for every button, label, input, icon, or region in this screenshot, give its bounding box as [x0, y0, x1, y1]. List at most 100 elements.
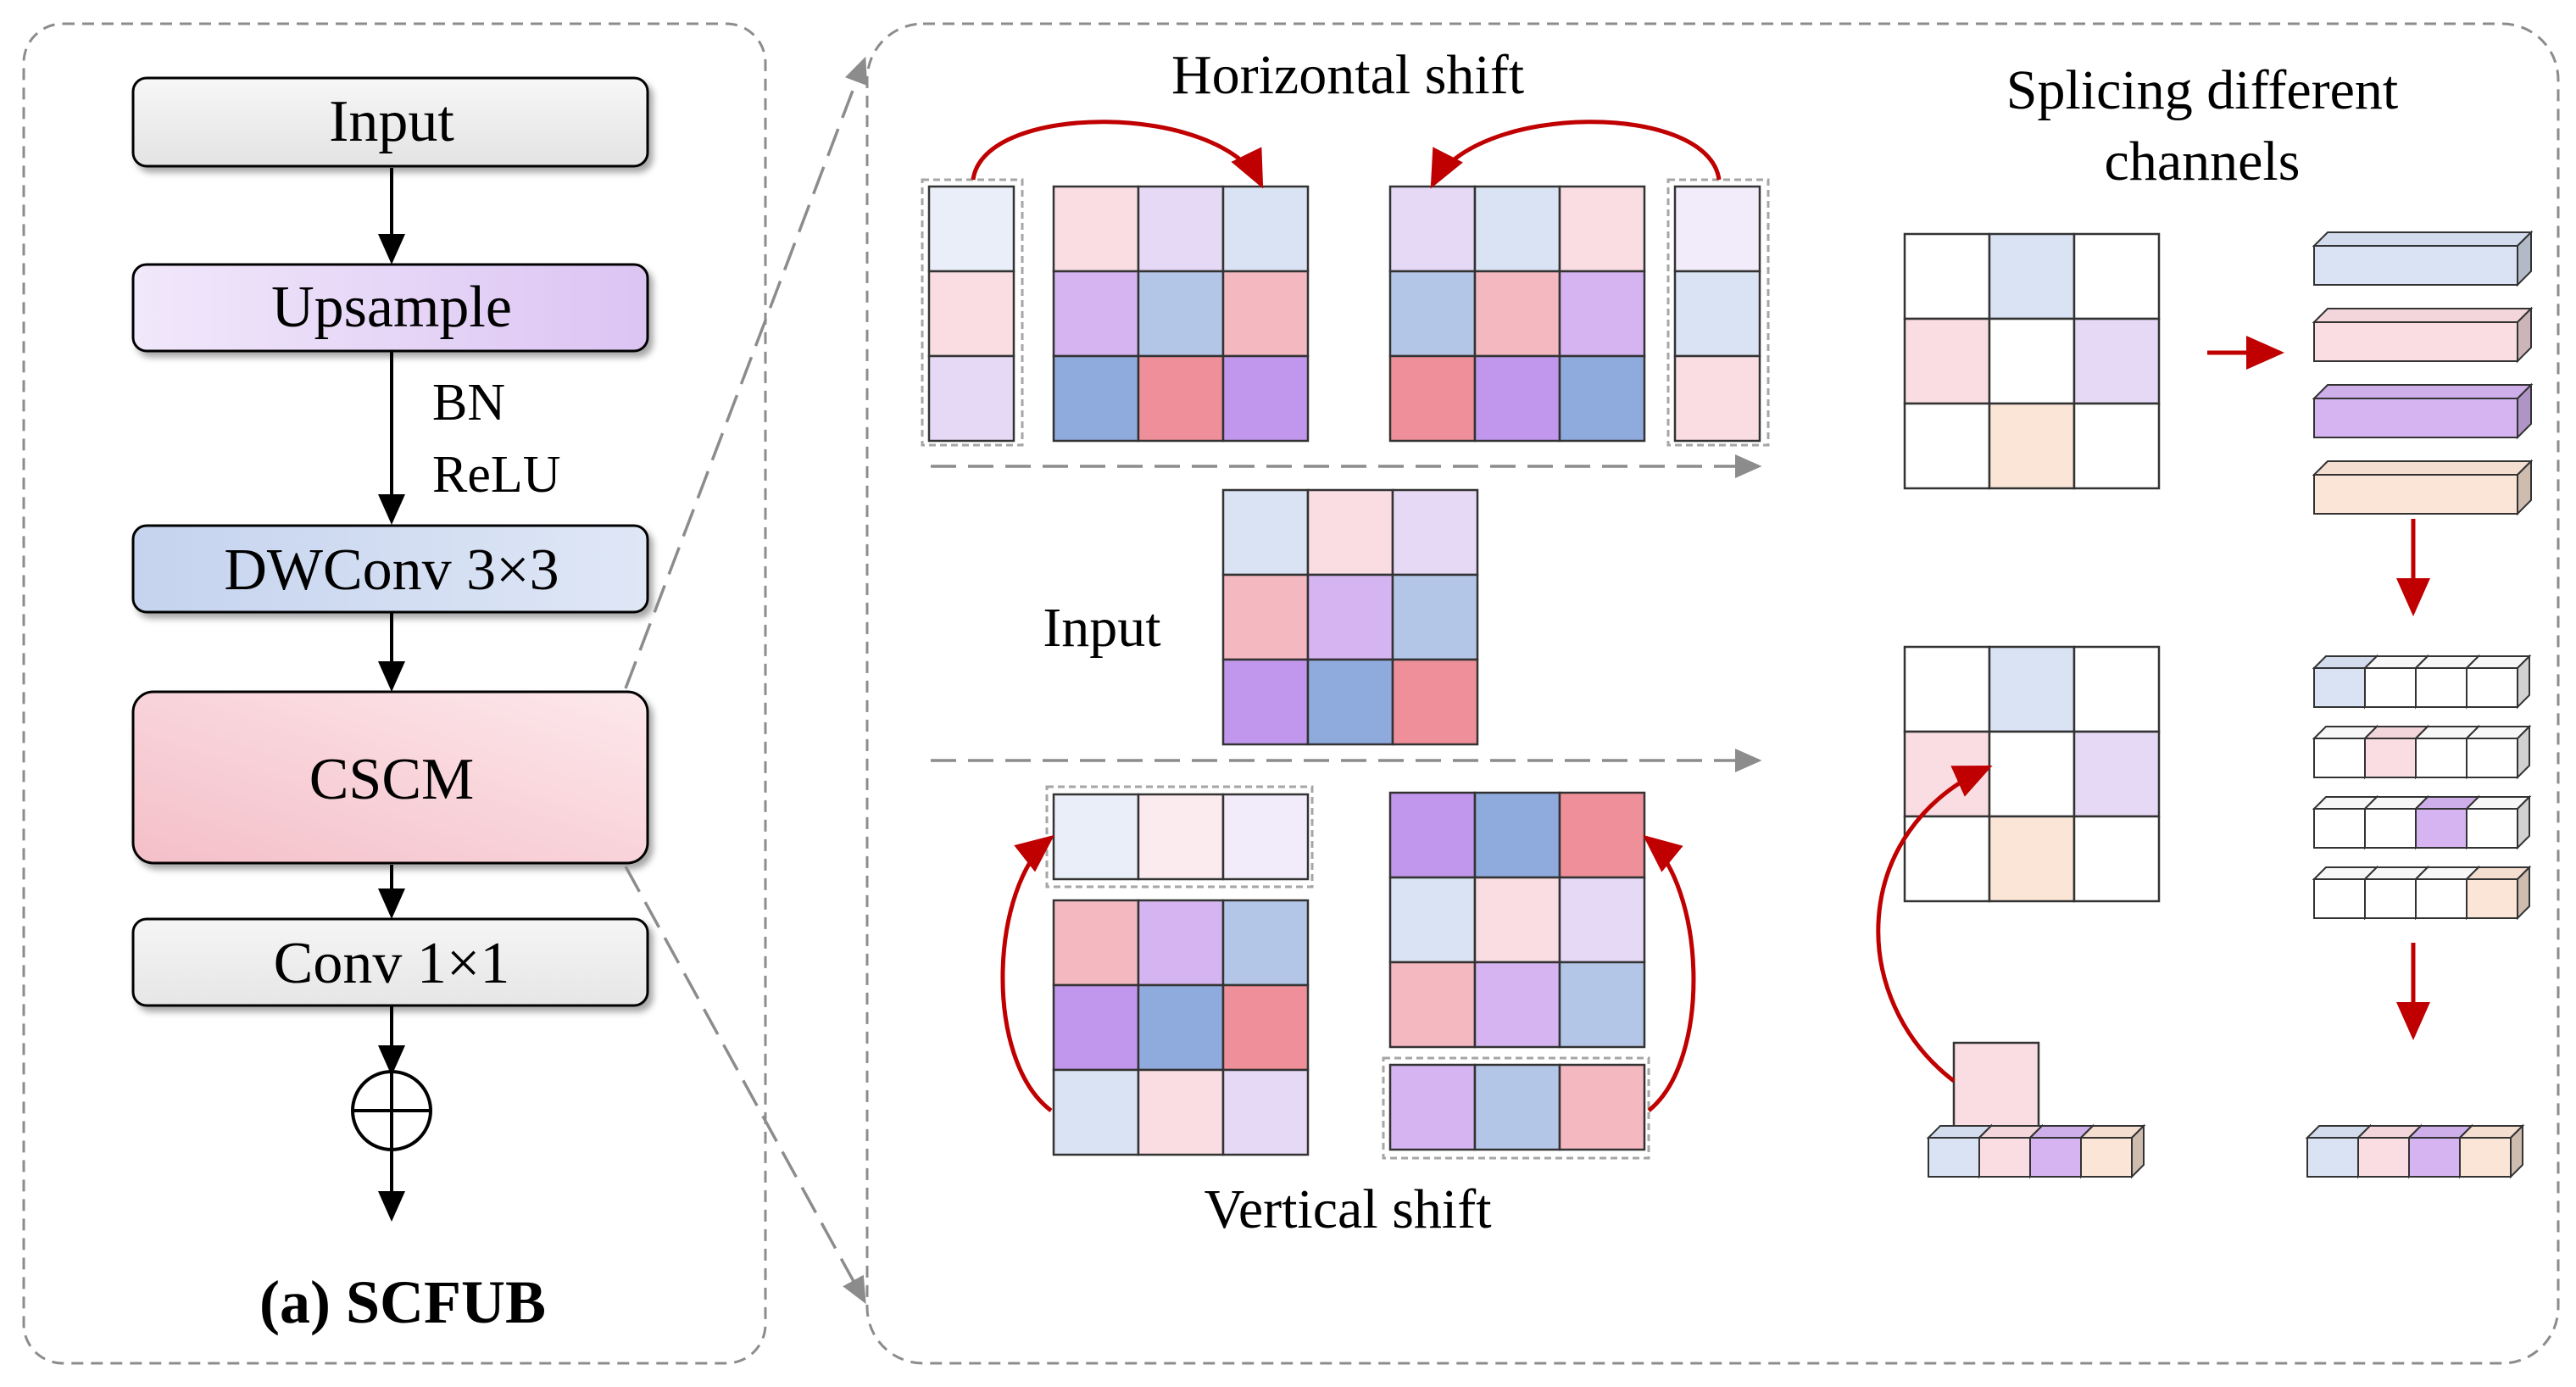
channel-bar	[2312, 230, 2534, 287]
v-shift-grid-left	[1052, 899, 1310, 1156]
v-shift-grid-right-cell	[1473, 791, 1561, 879]
splice-grid-bottom-cell	[2072, 815, 2161, 903]
h-shift-grid-right-cell	[1558, 354, 1646, 443]
panel-b-frame	[865, 22, 2560, 1365]
v-shift-grid-right	[1388, 791, 1646, 1049]
merged-bar	[2305, 1123, 2525, 1179]
splice-grid-bottom-cell	[1988, 815, 2076, 903]
h-shift-slice-right-cell	[1673, 185, 1761, 273]
h-shift-grid-right-cell	[1388, 354, 1477, 443]
channel-bar	[2312, 382, 2534, 440]
vertical-shift-label: Vertical shift	[1204, 1178, 1491, 1240]
h-shift-slice-left	[927, 185, 1015, 443]
input-grid-cell	[1221, 573, 1310, 661]
h-shift-grid-left-cell	[1221, 270, 1310, 358]
splice-grid-top-cell	[1988, 317, 2076, 405]
v-shift-grid-left-cell	[1221, 899, 1310, 987]
v-shift-slice-bottom-cell	[1558, 1063, 1646, 1151]
v-shift-grid-left-cell	[1052, 1068, 1140, 1156]
cscm-block-label: CSCM	[309, 747, 475, 812]
h-shift-grid-left-cell	[1221, 185, 1310, 273]
relu-label: ReLU	[432, 446, 561, 504]
lifted-cell	[1952, 1041, 2040, 1129]
h-shift-slice-left-cell	[927, 185, 1015, 273]
panel-a-frame	[22, 22, 767, 1365]
h-shift-grid-right-cell	[1558, 185, 1646, 273]
v-shift-slice-bottom-cell	[1388, 1063, 1477, 1151]
bn-label: BN	[432, 374, 505, 432]
v-shift-grid-right-cell	[1558, 876, 1646, 964]
v-shift-grid-left-cell	[1137, 983, 1225, 1072]
h-shift-slice-left-cell	[927, 270, 1015, 358]
v-shift-grid-right-cell	[1388, 961, 1477, 1049]
v-shift-grid-left-cell	[1052, 983, 1140, 1072]
v-shift-grid-right-cell	[1388, 791, 1477, 879]
h-shift-slice-left-cell	[927, 354, 1015, 443]
input-grid-cell	[1391, 658, 1479, 746]
h-shift-grid-left-cell	[1137, 185, 1225, 273]
h-shift-grid-right-cell	[1473, 354, 1561, 443]
splice-grid-top-cell	[1988, 402, 2076, 490]
channel-bar	[2312, 459, 2534, 516]
splicing-label-line1: Splicing different	[2006, 59, 2399, 121]
h-shift-grid-right-cell	[1558, 270, 1646, 358]
h-shift-grid-left-cell	[1052, 185, 1140, 273]
input-grid-label: Input	[1043, 597, 1160, 659]
splice-grid-bottom-cell	[1903, 645, 1991, 733]
v-shift-grid-left-cell	[1221, 983, 1310, 1072]
input-grid-cell	[1221, 658, 1310, 746]
v-shift-slice-top-cell	[1052, 793, 1140, 881]
v-shift-grid-left-cell	[1221, 1068, 1310, 1156]
splicing-label-line2: channels	[2105, 131, 2301, 192]
splice-grid-bottom-cell	[1988, 730, 2076, 818]
channel-grids	[927, 185, 2161, 1156]
segmented-bar	[2312, 654, 2532, 710]
base-bar	[1926, 1123, 2146, 1179]
input-block-label: Input	[329, 89, 454, 154]
h-shift-grid-right-cell	[1388, 185, 1477, 273]
splice-grid-bottom-cell	[1988, 645, 2076, 733]
h-shift-grid-right	[1388, 185, 1646, 443]
v-shift-grid-left-cell	[1137, 899, 1225, 987]
h-shift-slice-right	[1673, 185, 1761, 443]
channel-bars	[1926, 230, 2534, 1179]
splice-grid-top-cell	[1903, 402, 1991, 490]
input-grid	[1221, 488, 1479, 746]
conv-block: Conv 1×1	[131, 917, 649, 1007]
segmented-bar	[2312, 724, 2532, 780]
splice-grid-top-cell	[1903, 317, 1991, 405]
splice-grid-bottom-cell	[1903, 815, 1991, 903]
v-shift-grid-right-cell	[1473, 961, 1561, 1049]
h-shift-grid-left-cell	[1137, 270, 1225, 358]
upsample-block-label: Upsample	[271, 275, 512, 340]
cscm-block: CSCM	[131, 690, 649, 865]
input-grid-cell	[1391, 488, 1479, 577]
splice-grid-top-cell	[2072, 232, 2161, 320]
splice-grid-bottom	[1903, 645, 2161, 903]
v-shift-grid-left-cell	[1052, 899, 1140, 987]
dwconv-block-label: DWConv 3×3	[224, 538, 559, 603]
add-icon	[351, 1070, 432, 1151]
h-shift-grid-right-cell	[1473, 185, 1561, 273]
input-grid-cell	[1306, 488, 1394, 577]
v-shift-grid-left-cell	[1137, 1068, 1225, 1156]
h-shift-grid-right-cell	[1388, 270, 1477, 358]
splice-grid-top-cell	[2072, 317, 2161, 405]
v-shift-slice-top-cell	[1221, 793, 1310, 881]
v-shift-slice-top	[1052, 793, 1310, 881]
splice-grid-top-cell	[1903, 232, 1991, 320]
splice-grid-top	[1903, 232, 2161, 490]
splice-grid-bottom-cell	[2072, 730, 2161, 818]
h-shift-grid-right-cell	[1473, 270, 1561, 358]
h-shift-slice-right-cell	[1673, 270, 1761, 358]
channel-bar	[2312, 306, 2534, 364]
v-shift-grid-right-cell	[1388, 876, 1477, 964]
dwconv-block: DWConv 3×3	[131, 524, 649, 614]
horizontal-shift-label: Horizontal shift	[1171, 44, 1524, 106]
h-shift-grid-left-cell	[1052, 354, 1140, 443]
upsample-block: Upsample	[131, 263, 649, 353]
segmented-bar	[2312, 865, 2532, 921]
v-shift-grid-right-cell	[1558, 961, 1646, 1049]
v-shift-grid-right-cell	[1558, 791, 1646, 879]
